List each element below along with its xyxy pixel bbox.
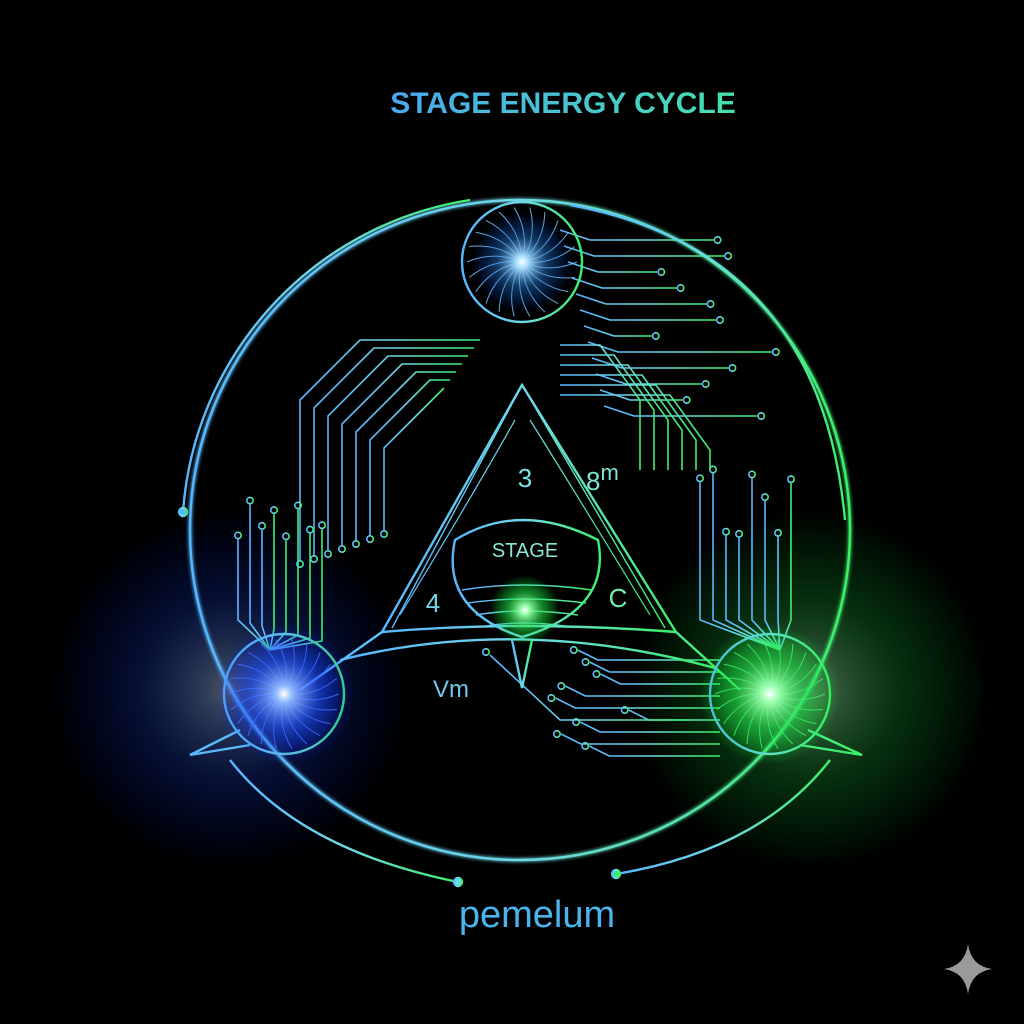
circuit-node [676,283,685,292]
circuit-node [481,647,490,656]
stage-shield [451,518,602,639]
circuit-trace [559,229,714,241]
circuit-trace [564,685,720,697]
circuit-node [728,363,737,372]
circuit-trace [313,347,474,555]
circuit-node [257,521,266,530]
circuit-node [581,741,590,750]
circuit-node [773,528,782,537]
circuit-trace [560,354,655,470]
circuit-node [552,729,561,738]
circuit-trace [560,394,711,470]
circuit-trace [588,745,720,757]
circuit-trace [583,325,652,337]
circuit-trace [383,387,445,530]
circuit-trace [589,661,720,673]
circuit-node [581,657,590,666]
circuit-node [620,705,629,714]
circuit-trace [560,344,641,470]
circuit-node [657,267,666,276]
circuit-node [557,681,566,690]
circuit-node [757,411,766,420]
circuit-node [651,331,660,340]
circuit-node [706,299,715,308]
circuit-node [713,236,722,245]
circuit-trace [595,373,702,385]
circuit-trace [560,374,683,470]
circuit-node [317,521,326,530]
circuit-trace [355,371,456,540]
circuit-trace [554,697,720,709]
circuit-node [365,534,374,543]
circuit-node [569,645,578,654]
circuit-trace [579,721,720,733]
circuit-trace [369,379,450,535]
circuit-node [351,539,360,548]
circuit-trace [560,364,669,470]
circuit-trace [599,389,683,401]
label-top-number: 3 [518,463,532,493]
circuit-trace [591,357,729,369]
circuit-node [592,669,601,678]
circuit-trace [563,245,725,257]
circuit-node [269,506,278,515]
circuit-node [572,717,581,726]
outer-arc-left [181,198,471,513]
orb-top [460,200,584,324]
circuit-trace [579,309,716,321]
circuit-trace [571,277,677,289]
circuit-trace [567,261,658,273]
circuit-node [760,493,769,502]
circuit-node [695,474,704,483]
circuit-node [734,529,743,538]
circuit-trace [341,363,462,545]
circuit-node [786,475,795,484]
circuit-node [323,549,332,558]
circuit-node [771,347,780,356]
label-top-right: 8m [586,460,619,496]
circuit-node [701,379,710,388]
circuit-trace [603,405,758,417]
label-bottom-left: Vm [433,676,469,703]
circuit-node [724,252,733,261]
circuit-trace [575,293,707,305]
circuit-node [281,532,290,541]
footer-label: pemelum [459,894,615,936]
circuit-trace [489,654,690,721]
circuit-node [295,559,304,568]
circuit-trace [299,339,480,560]
circuit-node [293,501,302,510]
sparkle-icon [944,944,992,994]
circuit-trace [560,733,720,745]
label-left-number: 4 [426,588,440,618]
circuit-node [246,496,255,505]
circuit-node [234,531,243,540]
outer-ring [188,198,852,862]
circuit-node [715,315,724,324]
circuit-node [547,693,556,702]
label-center-stage: STAGE [492,540,558,562]
circuit-trace [600,673,720,685]
outer-arc-bottom [229,759,459,884]
circuit-node [337,544,346,553]
circuit-node [379,529,388,538]
label-right-letter: C [609,583,628,613]
circuit-node [305,525,314,534]
circuit-node [682,395,691,404]
circuit-trace [327,355,468,550]
circuit-node [721,527,730,536]
circuit-trace [560,384,697,470]
diagram-title: STAGE ENERGY CYCLE [390,87,736,120]
circuit-node [747,470,756,479]
